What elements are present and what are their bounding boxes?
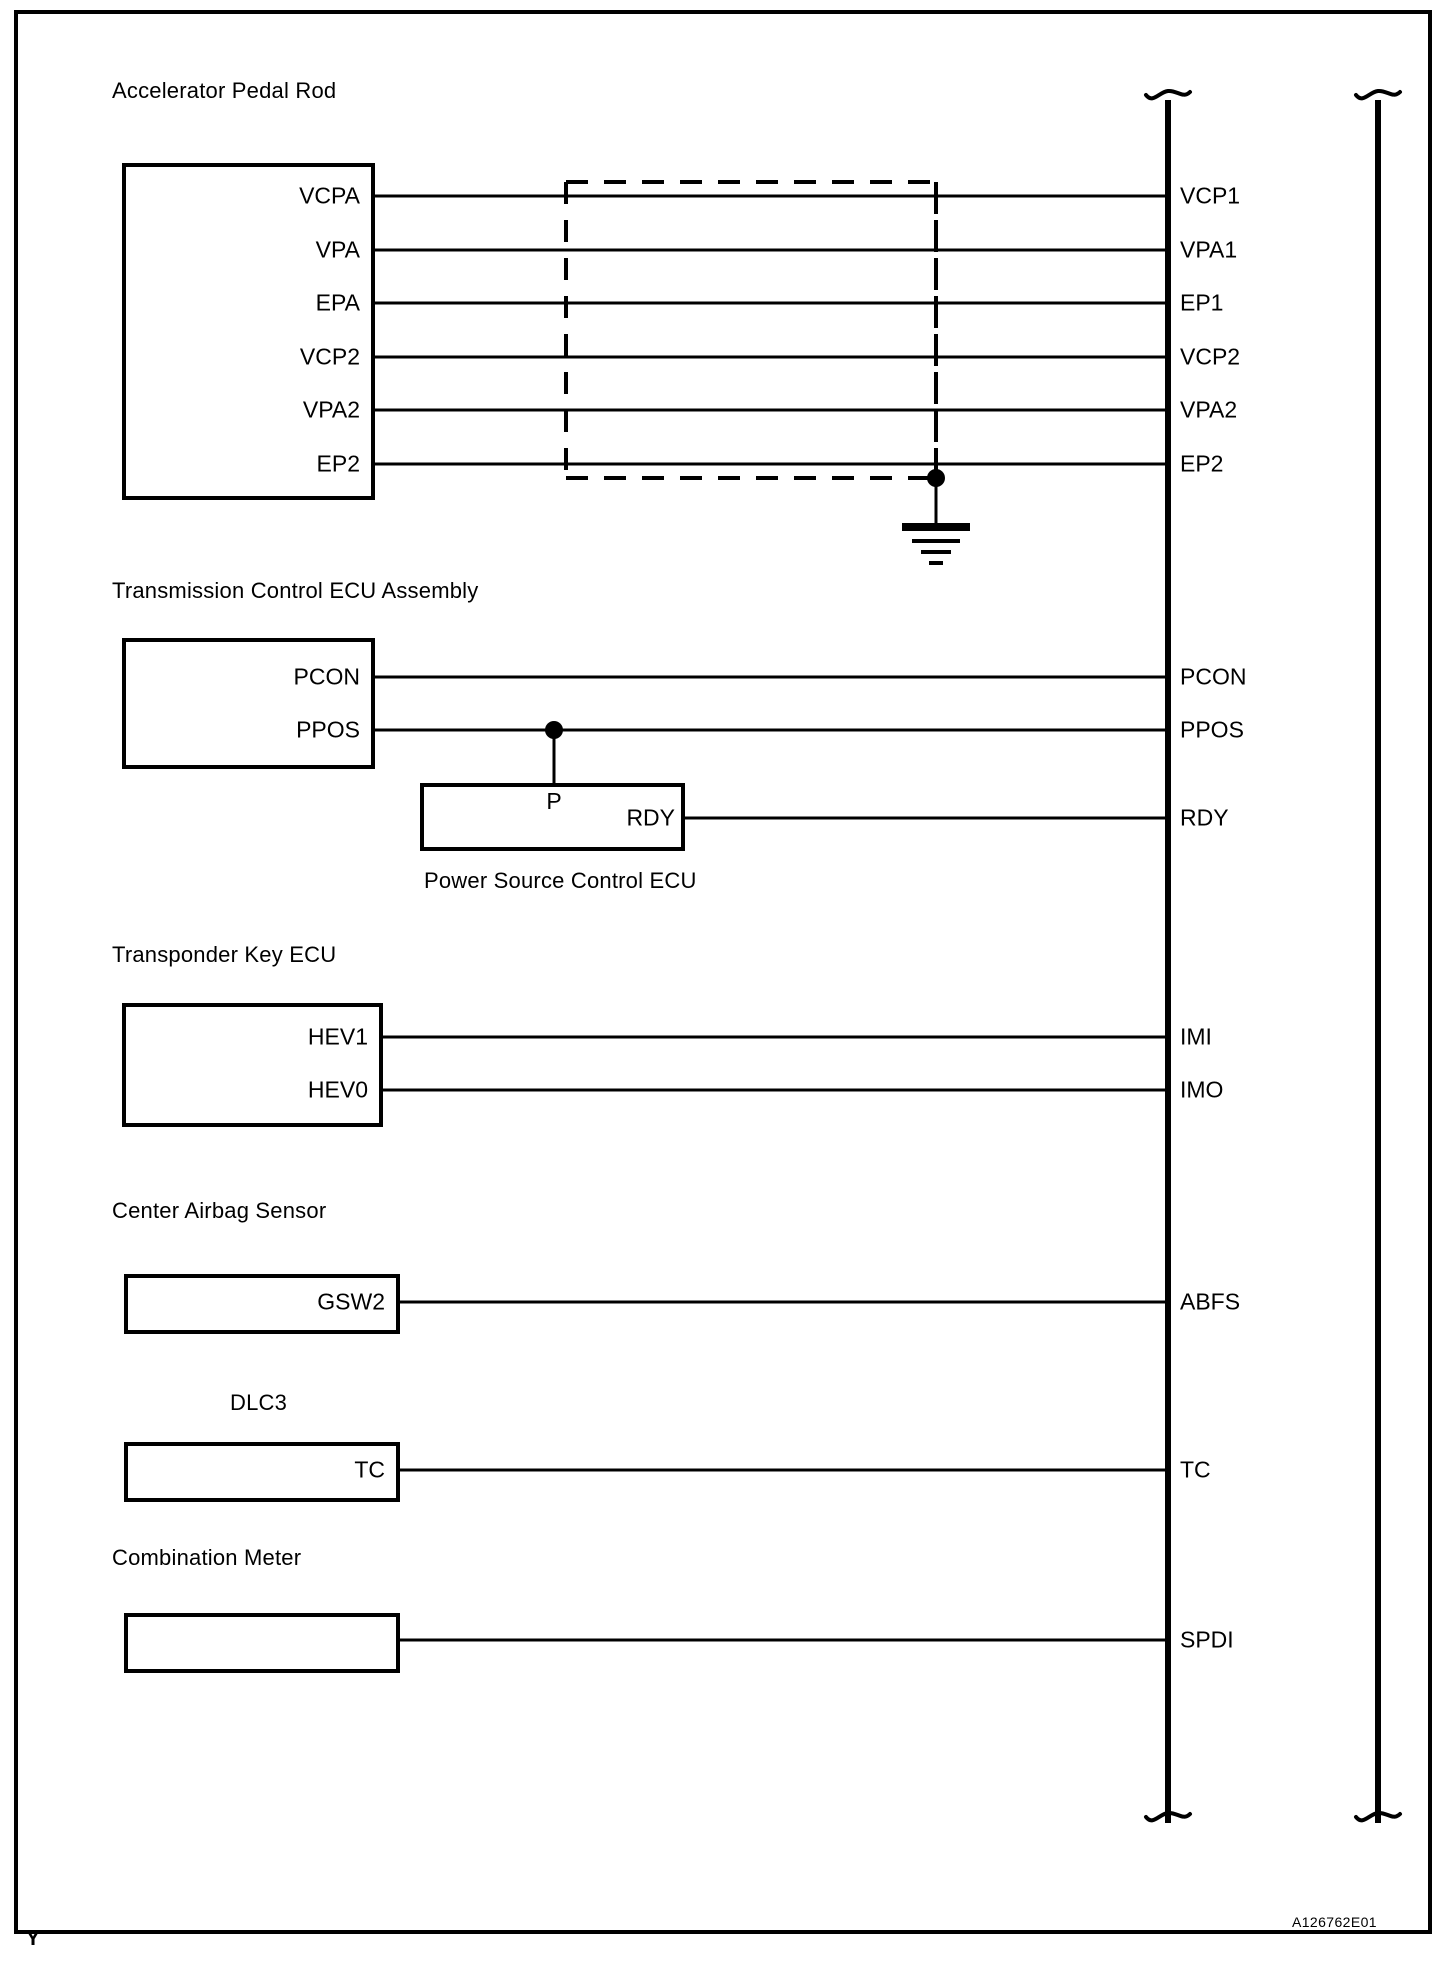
bus-terminal-imo: IMO xyxy=(1180,1076,1224,1103)
pin-label-ppos: PPOS xyxy=(296,716,360,743)
bus-terminal-ep1: EP1 xyxy=(1180,289,1224,316)
transponder-key-ecu-wires xyxy=(383,1035,1168,1092)
bus-terminal-spdi: SPDI xyxy=(1180,1626,1234,1653)
shield-dashed-box xyxy=(564,180,938,480)
group-title-dlc3: DLC3 xyxy=(230,1390,288,1415)
squiggle-break-icon xyxy=(1354,1810,1402,1823)
ecu-box-dlc3 xyxy=(124,1442,400,1502)
pin-label-vpa: VPA xyxy=(315,236,360,263)
pin-label-vcp2: VCP2 xyxy=(299,343,360,370)
pin-label-epa: EPA xyxy=(315,289,360,316)
group-title-transmission-control-ecu: Transmission Control ECU Assembly xyxy=(112,578,479,603)
ecu-box-center-airbag-sensor xyxy=(124,1274,400,1334)
group-title-center-airbag-sensor: Center Airbag Sensor xyxy=(112,1198,327,1223)
pin-label-p: P xyxy=(546,788,562,814)
group-title-combination-meter: Combination Meter xyxy=(112,1545,302,1570)
secondary-bus-line xyxy=(1354,88,1402,1823)
pin-label-hev0: HEV0 xyxy=(307,1076,368,1103)
group-title-transponder-key-ecu: Transponder Key ECU xyxy=(112,942,337,967)
transmission-control-ecu-wires xyxy=(375,675,1168,785)
bus-terminal-vpa2: VPA2 xyxy=(1180,396,1238,423)
bus-terminal-abfs: ABFS xyxy=(1180,1288,1241,1315)
squiggle-break-icon xyxy=(1144,88,1192,101)
corner-mark: Y xyxy=(26,1927,41,1950)
ecu-box-combination-meter xyxy=(124,1613,400,1673)
pin-label-vpa2: VPA2 xyxy=(302,396,360,423)
bus-terminal-ppos: PPOS xyxy=(1180,716,1244,743)
ecu-box-transponder-key-ecu xyxy=(122,1003,383,1127)
bus-terminal-imi: IMI xyxy=(1180,1023,1212,1050)
pin-label-vcpa: VCPA xyxy=(299,182,360,209)
bus-terminal-pcon: PCON xyxy=(1180,663,1247,690)
group-title-accelerator-pedal-rod: Accelerator Pedal Rod xyxy=(112,78,337,103)
bus-terminal-vpa1: VPA1 xyxy=(1180,236,1238,263)
shield-ground xyxy=(902,469,970,565)
bus-terminal-vcp2: VCP2 xyxy=(1180,343,1241,370)
bus-terminal-vcp1: VCP1 xyxy=(1180,182,1241,209)
accelerator-pedal-rod-wires xyxy=(375,194,1168,466)
ecu-box-accelerator-pedal-rod xyxy=(122,163,375,500)
group-title-power-source-control-ecu: Power Source Control ECU xyxy=(424,868,697,893)
page-border xyxy=(14,10,1432,1934)
ecu-box-transmission-control-ecu xyxy=(122,638,375,769)
squiggle-break-icon xyxy=(1144,1810,1192,1823)
pin-label-pcon: PCON xyxy=(293,663,360,690)
bus-terminal-tc: TC xyxy=(1180,1456,1211,1483)
bus-terminal-rdy: RDY xyxy=(1180,804,1229,831)
pin-label-rdy: RDY xyxy=(626,804,675,831)
pin-label-hev1: HEV1 xyxy=(307,1023,368,1050)
squiggle-break-icon xyxy=(1354,88,1402,101)
pin-label-tc: TC xyxy=(354,1456,385,1483)
pin-label-ep2: EP2 xyxy=(316,450,360,477)
main-bus-line xyxy=(1144,88,1192,1823)
bus-terminal-ep2: EP2 xyxy=(1180,450,1224,477)
pin-label-gsw2: GSW2 xyxy=(317,1288,385,1315)
ecu-box-power-source-control-ecu xyxy=(420,783,685,851)
part-code: A126762E01 xyxy=(1292,1914,1377,1930)
